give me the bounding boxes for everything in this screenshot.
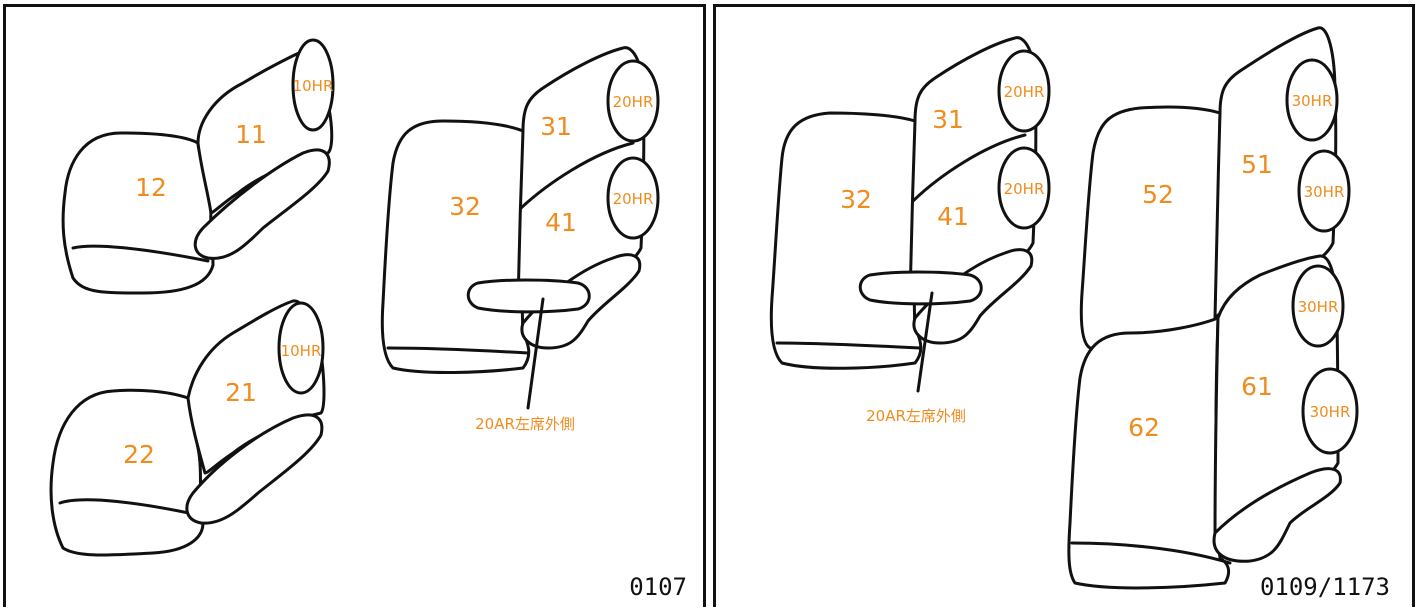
seat-cushion-12 bbox=[61, 131, 215, 295]
seat-divider-31-41-r bbox=[911, 133, 1027, 203]
seat-diagram-right: 31 32 41 20HR 20HR 20AR左席外側 51 52 61 62 … bbox=[769, 26, 1390, 601]
seat-cushion-22 bbox=[49, 388, 205, 557]
panel-code-right: 0109/1173 bbox=[1260, 573, 1390, 601]
armrest-leader-line-r bbox=[916, 291, 934, 393]
label-31: 31 bbox=[540, 112, 572, 141]
seat-cushion-32 bbox=[380, 119, 531, 374]
headrest-10hr-b bbox=[277, 301, 325, 395]
panel-left: 11 12 10HR 21 22 10HR 31 32 bbox=[3, 4, 706, 607]
label-11: 11 bbox=[235, 120, 267, 149]
seat-group-row56: 51 52 61 62 30HR 30HR 30HR 30HR bbox=[1067, 26, 1359, 590]
seat-cushion-32-r bbox=[769, 111, 923, 370]
label-31-r: 31 bbox=[932, 105, 964, 134]
armrest-20ar bbox=[466, 278, 591, 314]
seat-divider-31-41 bbox=[519, 141, 635, 210]
label-12: 12 bbox=[135, 173, 167, 202]
label-10hr-a: 10HR bbox=[293, 77, 334, 95]
label-20hr-r-a: 20HR bbox=[1004, 83, 1045, 101]
label-20hr-a: 20HR bbox=[613, 93, 654, 111]
label-20hr-r-b: 20HR bbox=[1004, 180, 1045, 198]
headrest-20hr-r-a bbox=[997, 49, 1051, 133]
seat-diagram-left: 11 12 10HR 21 22 10HR 31 32 bbox=[49, 38, 687, 601]
armrest-20ar-r bbox=[858, 270, 983, 306]
seat-cushion-52 bbox=[1079, 105, 1222, 352]
seat-bolster-61 bbox=[1212, 467, 1342, 563]
label-30hr-d: 30HR bbox=[1310, 403, 1351, 421]
label-30hr-a: 30HR bbox=[1292, 92, 1333, 110]
headrest-30hr-c bbox=[1291, 264, 1345, 348]
label-41-r: 41 bbox=[937, 202, 969, 231]
label-41: 41 bbox=[545, 208, 577, 237]
label-20ar-note-r: 20AR左席外側 bbox=[866, 407, 966, 425]
label-61: 61 bbox=[1241, 372, 1273, 401]
label-20hr-b: 20HR bbox=[613, 190, 654, 208]
headrest-10hr-a bbox=[291, 38, 335, 132]
headrest-30hr-d bbox=[1301, 367, 1359, 455]
label-20ar-note: 20AR左席外側 bbox=[475, 415, 575, 433]
label-51: 51 bbox=[1241, 150, 1273, 179]
seat-cushion-32-front bbox=[386, 346, 530, 355]
label-32: 32 bbox=[449, 192, 481, 221]
seat-group-row3-right: 31 32 41 20HR 20HR 20AR左席外側 bbox=[769, 36, 1051, 425]
panel-right: 31 32 41 20HR 20HR 20AR左席外側 51 52 61 62 … bbox=[713, 4, 1415, 607]
label-30hr-b: 30HR bbox=[1304, 183, 1345, 201]
label-62: 62 bbox=[1128, 413, 1160, 442]
label-21: 21 bbox=[225, 378, 257, 407]
seat-cushion-12-front bbox=[71, 244, 210, 263]
panel-code-left: 0107 bbox=[629, 573, 687, 601]
headrest-20hr-r-b bbox=[997, 146, 1051, 230]
seat-bolster-11 bbox=[193, 148, 331, 260]
label-32-r: 32 bbox=[840, 185, 872, 214]
headrest-30hr-a bbox=[1285, 58, 1339, 142]
seat-cushion-32-r-front bbox=[775, 341, 922, 350]
label-52: 52 bbox=[1142, 180, 1174, 209]
seat-group-row1: 11 12 10HR bbox=[61, 38, 335, 295]
headrest-30hr-b bbox=[1297, 149, 1351, 233]
label-22: 22 bbox=[123, 440, 155, 469]
headrest-20hr-a bbox=[606, 59, 660, 143]
armrest-leader-line bbox=[526, 297, 545, 410]
seat-cushion-62-front bbox=[1070, 541, 1232, 565]
seat-cushion-22-front bbox=[58, 498, 200, 517]
seat-group-row2: 21 22 10HR bbox=[49, 299, 326, 557]
seat-bolster-21 bbox=[185, 413, 324, 525]
label-30hr-c: 30HR bbox=[1298, 298, 1339, 316]
seat-group-row3: 31 32 41 20HR 20HR 20AR左席外側 bbox=[380, 46, 660, 433]
label-10hr-b: 10HR bbox=[281, 342, 322, 360]
headrest-20hr-b bbox=[606, 156, 660, 240]
